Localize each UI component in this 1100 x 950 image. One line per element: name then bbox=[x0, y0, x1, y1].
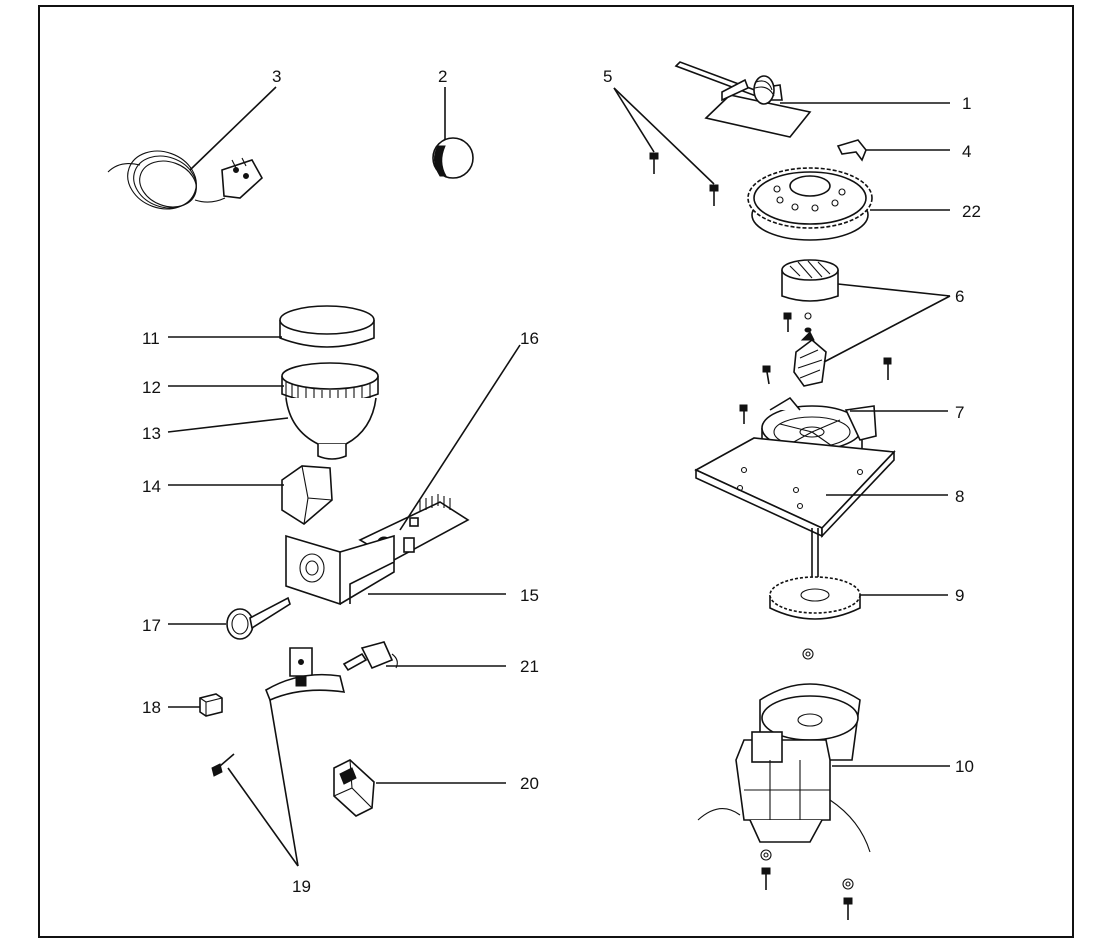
timer-knob-drawing bbox=[226, 596, 291, 640]
clip-drawing bbox=[836, 139, 867, 162]
part-label-4: 4 bbox=[962, 142, 971, 161]
hopper-lid-drawing bbox=[279, 305, 375, 348]
part-label-2: 2 bbox=[438, 67, 447, 86]
base-plate-drawing bbox=[694, 437, 896, 539]
burrs-drawing bbox=[781, 259, 839, 387]
part-label-21: 21 bbox=[520, 657, 539, 676]
part-label-6: 6 bbox=[955, 287, 964, 306]
gear-shaft-drawing bbox=[769, 528, 861, 660]
part-label-12: 12 bbox=[142, 378, 161, 397]
part-label-13: 13 bbox=[142, 424, 161, 443]
part-label-3: 3 bbox=[272, 67, 281, 86]
part-label-22: 22 bbox=[962, 202, 981, 221]
part-label-18: 18 bbox=[142, 698, 161, 717]
part-label-5: 5 bbox=[603, 67, 612, 86]
part-label-9: 9 bbox=[955, 586, 964, 605]
part-label-20: 20 bbox=[520, 774, 539, 793]
clamp-drawing bbox=[265, 647, 346, 702]
part-label-10: 10 bbox=[955, 757, 974, 776]
micro-switch-drawing bbox=[333, 759, 375, 817]
bracket-drawing bbox=[285, 534, 395, 606]
part-label-11: 11 bbox=[142, 329, 160, 348]
adjust-ring-drawing bbox=[747, 167, 873, 241]
motor-drawing bbox=[697, 683, 871, 920]
power-cord-drawing bbox=[107, 150, 264, 210]
part-label-19: 19 bbox=[292, 877, 311, 896]
top-screws-drawing bbox=[649, 152, 719, 206]
part-label-17: 17 bbox=[142, 616, 161, 635]
knob-drawing bbox=[432, 137, 474, 179]
part-label-8: 8 bbox=[955, 487, 964, 506]
clamp-screw-drawing bbox=[211, 753, 235, 777]
part-label-14: 14 bbox=[142, 477, 161, 496]
part-label-1: 1 bbox=[962, 94, 971, 113]
part-label-7: 7 bbox=[955, 403, 964, 422]
chute-drawing bbox=[281, 465, 333, 525]
diagram-frame bbox=[38, 5, 1074, 938]
side-screws-drawing bbox=[739, 357, 892, 424]
hopper-drawing bbox=[281, 362, 379, 460]
handle-bracket-drawing bbox=[674, 61, 812, 138]
block-drawing bbox=[199, 693, 223, 717]
part-label-16: 16 bbox=[520, 329, 539, 348]
part-label-15: 15 bbox=[520, 586, 539, 605]
switch-drawing bbox=[342, 641, 398, 672]
